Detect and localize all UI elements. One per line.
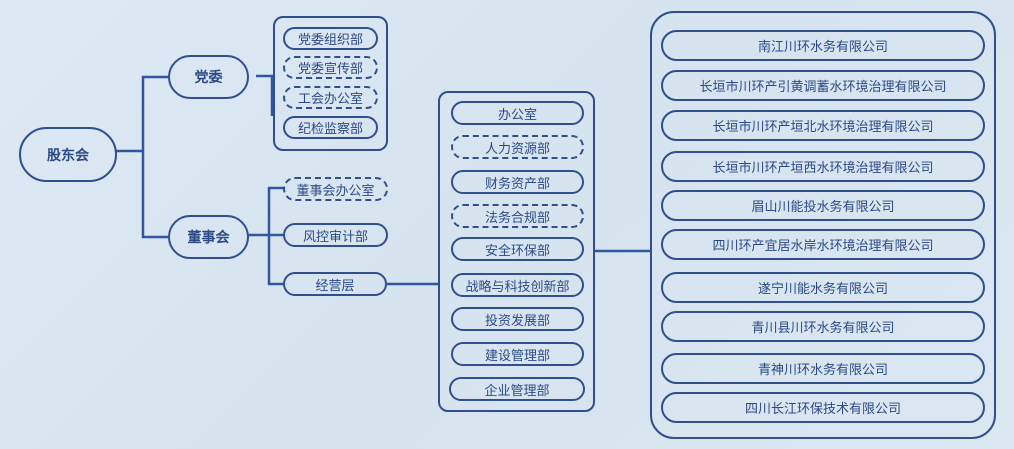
party-department: 党委组织部 bbox=[283, 27, 378, 50]
company: 青川县川环水务有限公司 bbox=[661, 311, 985, 342]
company: 长垣市川环产引黄调蓄水环境治理有限公司 bbox=[661, 70, 985, 101]
party-departments-group bbox=[273, 16, 388, 151]
company: 眉山川能投水务有限公司 bbox=[661, 190, 985, 221]
department: 人力资源部 bbox=[451, 135, 584, 159]
board-child: 董事会办公室 bbox=[283, 177, 388, 201]
company: 南江川环水务有限公司 bbox=[661, 30, 985, 61]
node-party-committee: 党委 bbox=[168, 55, 249, 99]
companies-group bbox=[650, 11, 996, 439]
company: 长垣市川环产垣北水环境治理有限公司 bbox=[661, 110, 985, 141]
department: 战略与科技创新部 bbox=[451, 273, 584, 297]
company: 四川长江环保技术有限公司 bbox=[661, 392, 985, 423]
party-department: 纪检监察部 bbox=[283, 116, 378, 139]
company: 四川环产宜居水岸水环境治理有限公司 bbox=[661, 229, 985, 260]
party-department: 工会办公室 bbox=[283, 86, 378, 109]
company: 长垣市川环产垣西水环境治理有限公司 bbox=[661, 151, 985, 182]
department: 投资发展部 bbox=[451, 307, 584, 331]
department: 安全环保部 bbox=[451, 237, 584, 261]
department: 法务合规部 bbox=[451, 204, 584, 228]
board-child: 风控审计部 bbox=[283, 223, 388, 247]
party-department: 党委宣传部 bbox=[283, 56, 378, 79]
board-child: 经营层 bbox=[283, 272, 387, 296]
departments-group bbox=[438, 91, 595, 412]
company: 青神川环水务有限公司 bbox=[661, 353, 985, 384]
node-shareholders: 股东会 bbox=[19, 127, 117, 182]
company: 遂宁川能水务有限公司 bbox=[661, 272, 985, 303]
department: 财务资产部 bbox=[451, 170, 584, 194]
node-board: 董事会 bbox=[168, 215, 249, 259]
department: 企业管理部 bbox=[449, 377, 585, 401]
department: 办公室 bbox=[451, 101, 584, 125]
department: 建设管理部 bbox=[451, 342, 584, 366]
